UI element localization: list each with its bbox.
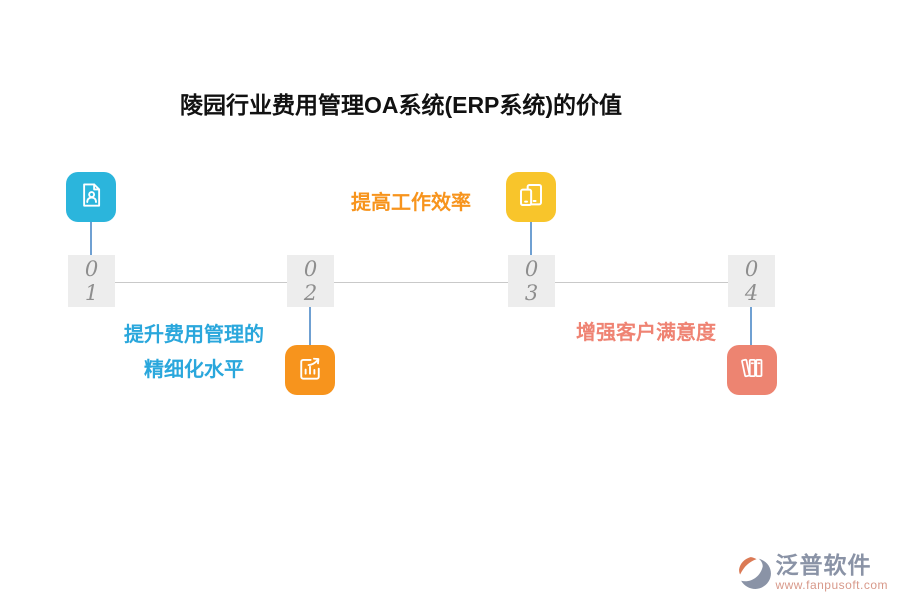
chart-growth-icon: [295, 353, 325, 388]
watermark: 泛普软件 www.fanpusoft.com: [736, 553, 888, 592]
node-3-number: 0 3: [508, 255, 555, 307]
node-2-tile: [285, 345, 335, 395]
id-document-icon: [76, 180, 106, 215]
node-1-number: 0 1: [68, 255, 115, 307]
node-1-digit-bottom: 1: [84, 281, 99, 305]
label-customer-satisfaction: 增强客户满意度: [576, 322, 716, 344]
node-2-digit-top: 0: [303, 257, 318, 281]
node-4-tile: [727, 345, 777, 395]
label-work-efficiency: 提高工作效率: [351, 192, 471, 214]
node-1-tile: [66, 172, 116, 222]
label-expense-refinement-line2: 精细化水平: [144, 359, 244, 381]
label-expense-refinement-line1: 提升费用管理的: [124, 324, 264, 346]
watermark-url: www.fanpusoft.com: [775, 578, 888, 592]
books-archive-icon: [737, 353, 767, 388]
node-1-digit-top: 0: [84, 257, 99, 281]
watermark-brand: 泛普软件: [775, 552, 872, 578]
label-expense-refinement: 提升费用管理的 精细化水平: [120, 318, 268, 388]
node-3-digit-top: 0: [524, 257, 539, 281]
connector-node-1: [90, 222, 92, 255]
connector-node-2: [309, 307, 311, 345]
timeline-line: [91, 282, 751, 283]
node-3-digit-bottom: 3: [524, 281, 539, 305]
connector-node-3: [530, 222, 532, 255]
connector-node-4: [750, 307, 752, 345]
devices-icon: [515, 179, 547, 216]
fanpu-logo-icon: [736, 554, 773, 591]
node-3-tile: [506, 172, 556, 222]
node-4-number: 0 4: [728, 255, 775, 307]
watermark-texts: 泛普软件 www.fanpusoft.com: [775, 552, 888, 593]
node-2-digit-bottom: 2: [303, 281, 318, 305]
node-4-digit-bottom: 4: [744, 281, 759, 305]
node-4-digit-top: 0: [744, 257, 759, 281]
node-2-number: 0 2: [287, 255, 334, 307]
page-title: 陵园行业费用管理OA系统(ERP系统)的价值: [179, 92, 623, 118]
